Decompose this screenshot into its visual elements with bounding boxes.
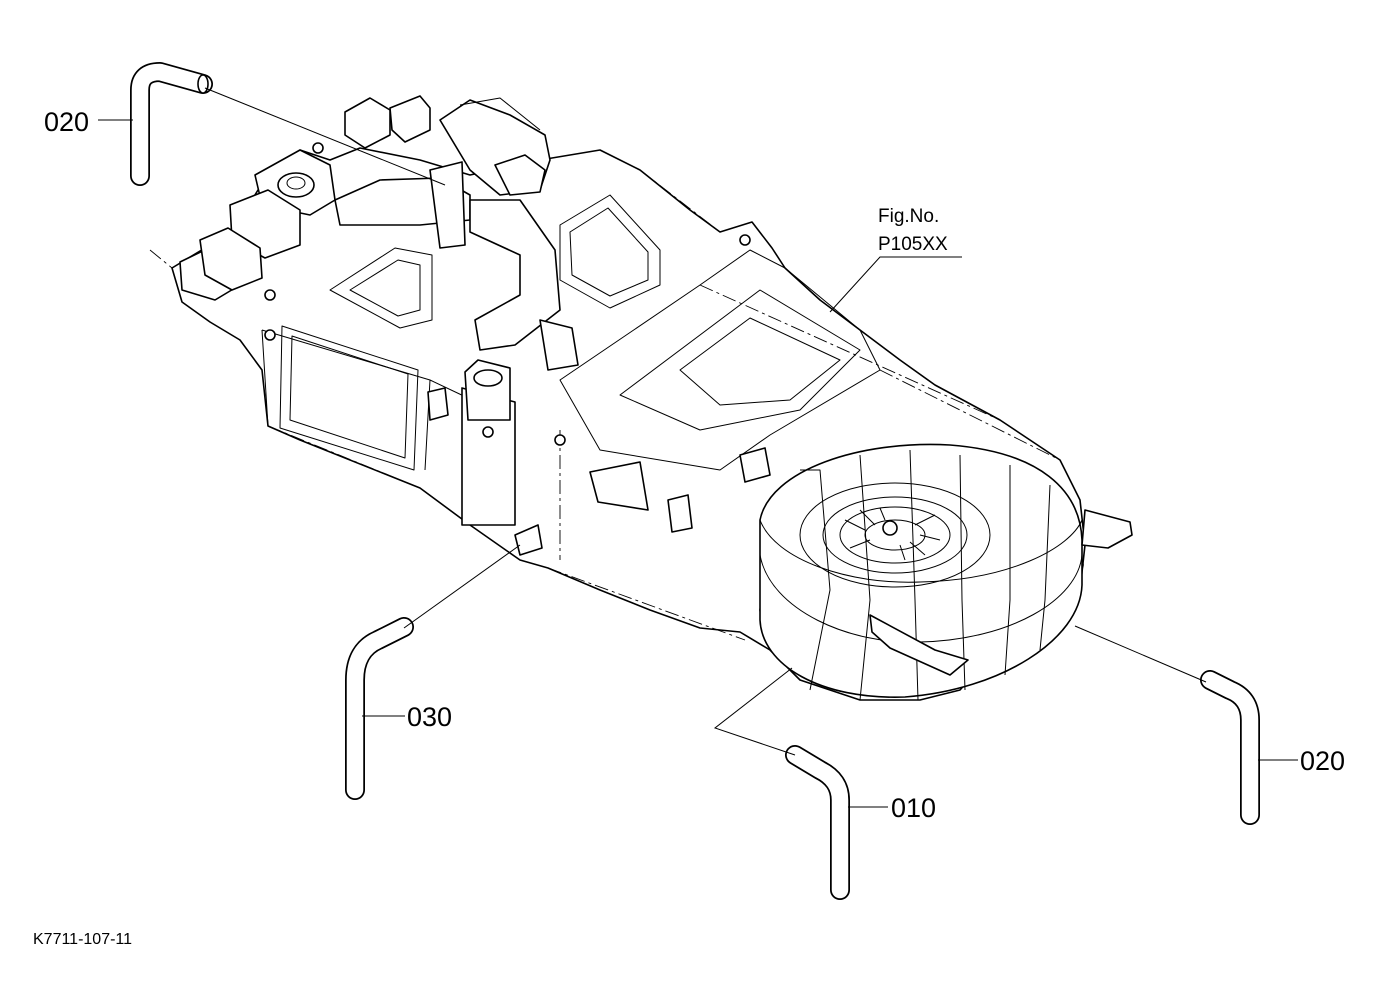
evaporator-window xyxy=(279,325,419,471)
blower-duct xyxy=(559,249,881,471)
document-number: K7711-107-11 xyxy=(33,931,132,948)
leader-lines xyxy=(98,87,1298,808)
callout-020-right: 020 xyxy=(1300,746,1345,776)
callout-020-top-left: 020 xyxy=(44,107,89,137)
callout-030: 030 xyxy=(407,702,452,732)
hvac-unit-assembly xyxy=(149,95,1133,701)
hose-020-top-left xyxy=(130,62,213,186)
callout-010: 010 xyxy=(891,793,936,823)
hose-020-right xyxy=(1200,670,1260,825)
drain-nipple xyxy=(514,524,543,556)
hose-030 xyxy=(345,617,414,800)
top-triangle-vent xyxy=(329,247,433,329)
fig-number: P105XX xyxy=(878,234,948,255)
hose-010 xyxy=(785,745,850,900)
blower-housing xyxy=(759,443,1133,701)
upper-vent-frame xyxy=(559,194,661,309)
fig-label: Fig.No. xyxy=(878,206,939,227)
drain-pipe xyxy=(429,161,579,526)
blower-fan xyxy=(839,506,951,564)
